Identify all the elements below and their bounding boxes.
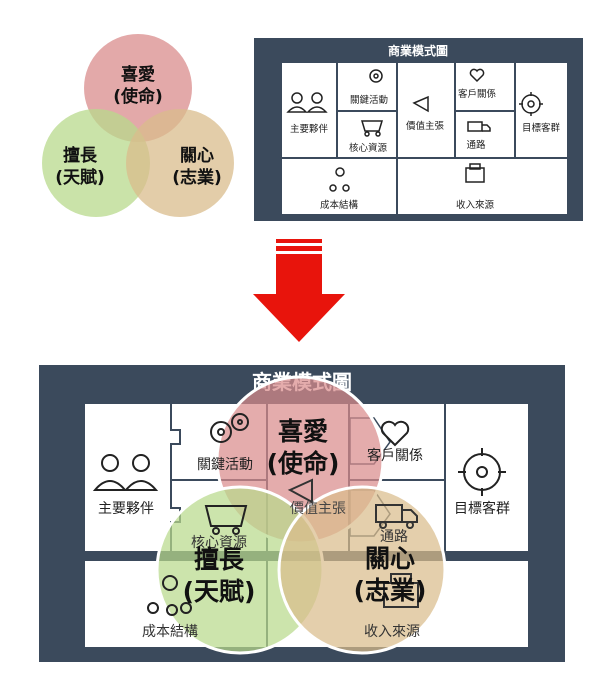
resources-label: 核心資源 xyxy=(191,535,247,551)
small-value-label: 價值主張 xyxy=(406,120,445,132)
small-heart-icon xyxy=(469,68,485,83)
heart-icon xyxy=(380,420,410,447)
value-label: 價值主張 xyxy=(290,500,346,517)
small-venn-love-line1: 喜愛 xyxy=(121,64,155,85)
channels-label: 通路 xyxy=(380,529,408,545)
small-venn-care-line2: (志業) xyxy=(172,167,222,188)
register-icon xyxy=(383,573,419,608)
gear-icon xyxy=(210,413,249,443)
small-venn-care-circle xyxy=(126,109,234,217)
small-target-icon xyxy=(519,92,543,116)
megaphone-icon xyxy=(287,478,313,504)
small-venn-care-line1: 關心 xyxy=(180,146,214,166)
small-cost-icon xyxy=(329,167,350,192)
partners-icon xyxy=(92,454,159,491)
revenue-label: 收入來源 xyxy=(364,624,420,640)
small-channels-label: 通路 xyxy=(466,139,486,151)
large-venn-love-line2: (使命) xyxy=(267,449,340,478)
small-register-icon xyxy=(465,163,485,183)
cart-icon xyxy=(204,505,248,535)
small-partners-icon xyxy=(286,92,328,113)
large-venn-good-line2: (天賦) xyxy=(183,577,256,606)
target-icon xyxy=(458,448,506,496)
large-venn xyxy=(155,375,447,655)
small-activities-label: 關鍵活動 xyxy=(350,94,388,106)
small-gear-icon xyxy=(369,69,383,83)
small-venn-love-line2: (使命) xyxy=(113,86,163,107)
small-megaphone-icon xyxy=(412,95,429,113)
relationships-label: 客戶關係 xyxy=(367,447,423,464)
large-venn-love-line1: 喜愛 xyxy=(278,417,328,446)
large-venn-care-line1: 關心 xyxy=(365,544,415,573)
small-resources-label: 核心資源 xyxy=(349,142,388,154)
cost-icon xyxy=(147,575,192,616)
small-venn-good-line2: (天賦) xyxy=(55,168,105,188)
down-arrow-icon xyxy=(253,239,345,342)
small-segments-label: 目標客群 xyxy=(522,122,561,134)
small-venn-good-line1: 擅長 xyxy=(63,145,98,166)
large-venn-good-line1: 擅長 xyxy=(194,545,245,574)
small-cost-label: 成本結構 xyxy=(320,199,359,211)
truck-icon xyxy=(375,504,418,529)
activities-label: 關鍵活動 xyxy=(197,457,253,473)
small-venn: 喜愛 (使命) 擅長 (天賦) 關心 (志業) xyxy=(42,34,234,217)
segments-label: 目標客群 xyxy=(454,500,510,517)
small-canvas-title: 商業模式圖 xyxy=(388,43,448,58)
small-canvas: 商業模式圖 xyxy=(254,38,583,221)
cost-label: 成本結構 xyxy=(142,624,198,640)
small-revenue-label: 收入來源 xyxy=(456,199,495,211)
small-relationships-label: 客戶關係 xyxy=(458,88,497,100)
partners-label: 主要夥伴 xyxy=(98,501,154,517)
small-truck-icon xyxy=(467,121,491,132)
large-venn-care-line2: (志業) xyxy=(354,576,427,605)
small-partners-label: 主要夥伴 xyxy=(290,123,329,135)
small-cart-icon xyxy=(360,120,384,137)
small-venn-good-circle xyxy=(42,109,150,217)
large-venn-care-circle xyxy=(277,485,447,655)
